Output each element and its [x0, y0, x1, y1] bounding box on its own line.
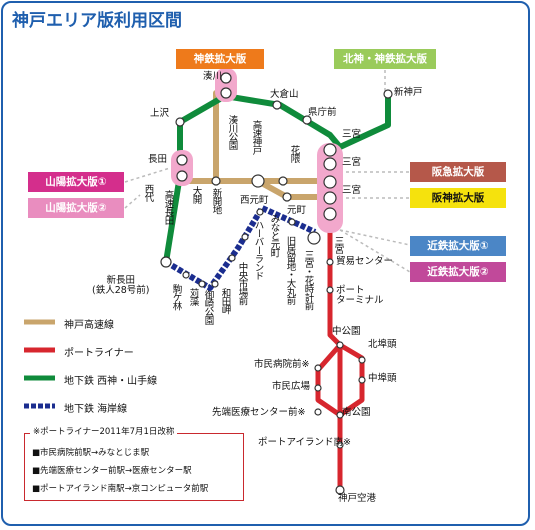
note-item: ■市民病院前駅→みなとじま駅: [32, 448, 150, 458]
station-boeki-center: 貿易センター: [336, 256, 394, 267]
station-motomachi: 元町: [287, 205, 307, 216]
station-kosoku-nagata: 高速長田: [162, 190, 174, 224]
station-port-island-minami: ポートアイランド南※: [258, 437, 351, 448]
station-kobe-airport: 神戸空港: [338, 493, 377, 504]
station-hanakuma: 花隈: [288, 145, 300, 162]
station-minatogawa: 湊川: [203, 71, 223, 82]
station-sannomiya-hanadokei: 三宮・花時計前: [302, 250, 314, 310]
station-naka-koen: 中公園: [332, 326, 361, 337]
station-kita-futo: 北埠頭: [368, 339, 397, 350]
legend-port-liner: ポートライナー: [64, 348, 134, 359]
kintetsu-ext2-box[interactable]: 近鉄拡大版②: [410, 262, 506, 282]
station-sannomiya-2: 三宮: [342, 157, 362, 168]
station-nishimotomachi: 西元町: [240, 195, 269, 206]
station-shimin-hiroba: 市民広場: [272, 381, 311, 392]
hokushin-ext-box[interactable]: 北神・神鉄拡大版: [334, 49, 436, 69]
station-shinkobe: 新神戸: [394, 87, 423, 98]
legend-kobe-kosoku: 神戸高速線: [64, 320, 114, 331]
hankyu-ext-box[interactable]: 阪急拡大版: [410, 162, 506, 182]
map-title: 神戸エリア版利用区間: [12, 11, 182, 31]
station-shinkaichi: 新開地: [210, 188, 222, 214]
station-kamisawa: 上沢: [150, 108, 170, 119]
station-harborland: ハーバーランド: [252, 220, 264, 280]
station-karumo: 苅藻: [187, 288, 199, 305]
kintetsu-ext1-box[interactable]: 近鉄拡大版①: [410, 236, 506, 256]
station-kosoku-kobe: 高速神戸: [250, 120, 262, 154]
station-komagabayashi: 駒ケ林: [170, 284, 182, 310]
sanyo-ext1-box[interactable]: 山陽拡大版①: [28, 172, 124, 192]
note-item: ■ポートアイランド南駅→京コンピュータ前駅: [32, 484, 209, 494]
station-shinnagata: 新長田 (鉄人28号前): [92, 275, 150, 297]
hanshin-ext-box[interactable]: 阪神拡大版: [410, 188, 506, 208]
legend-kaigan: 地下鉄 海岸線: [64, 404, 128, 415]
station-sannomiya-1: 三宮: [342, 129, 362, 140]
station-naka-futo: 中埠頭: [368, 373, 397, 384]
legend-seishin-yamate: 地下鉄 西神・山手線: [64, 376, 158, 387]
station-nishidai: 西代: [142, 184, 154, 201]
station-minami-koen: 南公園: [342, 407, 371, 418]
station-port-terminal: ポート ターミナル: [336, 285, 384, 307]
station-daikai: 大開: [190, 186, 202, 203]
station-chuo-ichibamae: 中央市場前: [236, 262, 248, 305]
station-nagata: 長田: [148, 154, 168, 165]
note-item: ■先端医療センター前駅→医療センター駅: [32, 466, 192, 476]
station-kyu-kyoryuchi: 旧居留地・大丸前: [284, 236, 296, 304]
kobe-ext-box[interactable]: 神鉄拡大版: [176, 49, 264, 69]
station-wadamisaki: 和田岬: [219, 288, 231, 314]
station-minato-motomachi: みなと元町: [268, 214, 280, 257]
station-shimin-byoin: 市民病院前※: [254, 359, 310, 370]
station-kenchomae: 県庁前: [308, 107, 337, 118]
sanyo-ext2-box[interactable]: 山陽拡大版②: [28, 198, 124, 218]
station-sentan-iryo: 先端医療センター前※: [212, 407, 306, 418]
station-sannomiya-3: 三宮: [342, 185, 362, 196]
note-title: ※ポートライナー2011年7月1日改称: [30, 425, 178, 437]
station-minatogawa-koen: 湊川公園: [226, 115, 238, 149]
station-sannomiya-port: 三宮: [332, 236, 344, 253]
station-okurayama: 大倉山: [270, 89, 299, 100]
station-misaki-koen: 御崎公園: [202, 290, 214, 324]
